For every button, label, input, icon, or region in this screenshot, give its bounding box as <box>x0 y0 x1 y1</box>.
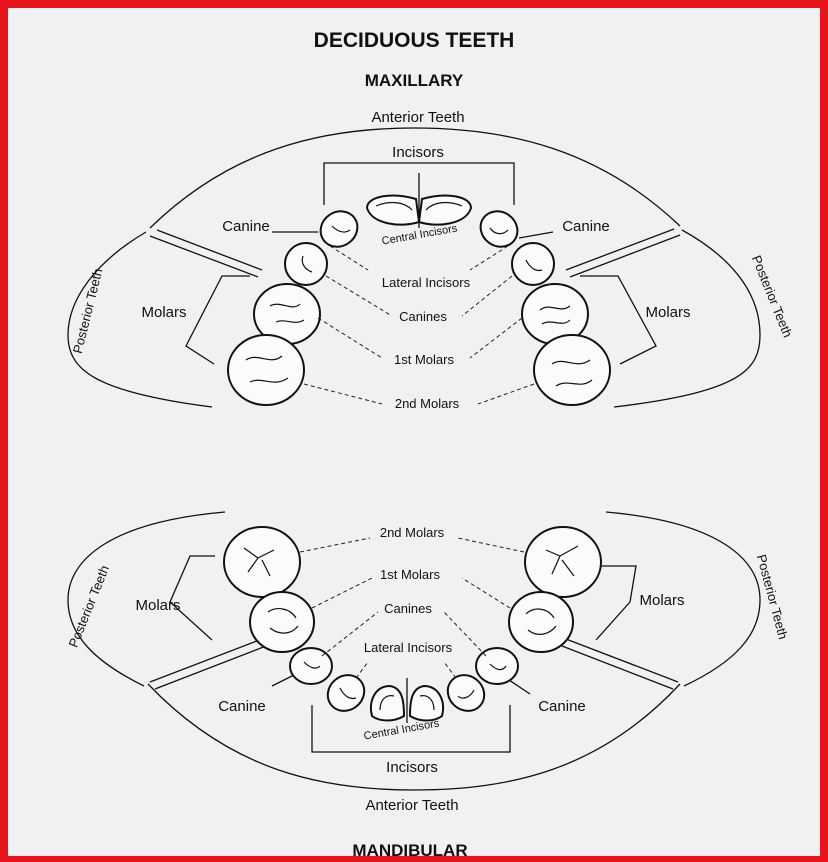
mandibular-anterior-arc <box>147 683 681 791</box>
maxillary-molars-right-label: Molars <box>645 304 690 321</box>
mandibular-lateral-incisors-label: Lateral Incisors <box>364 640 453 655</box>
maxillary-canines-label: Canines <box>399 309 447 324</box>
diagram-title: DECIDUOUS TEETH <box>314 29 515 52</box>
maxillary-heading: MAXILLARY <box>365 71 464 90</box>
maxillary-separator-right-b <box>569 234 681 278</box>
maxillary-posterior-left-label: Posterior Teeth <box>70 267 106 355</box>
mandibular-second-molars-label: 2nd Molars <box>380 525 445 540</box>
maxillary-central-incisor-left-detail <box>375 201 413 211</box>
maxillary-lateral-incisor-left <box>319 210 359 248</box>
mandibular-central-incisor-left <box>370 684 406 722</box>
maxillary-incisors-label: Incisors <box>392 144 444 161</box>
maxillary-lateral-incisor-right-detail <box>489 227 509 235</box>
maxillary-canine-right-label: Canine <box>562 218 610 235</box>
maxillary-second-molars-leaders <box>303 383 535 405</box>
mandibular-separator-right-b <box>561 645 674 690</box>
maxillary-second-molar-right <box>533 334 611 406</box>
mandibular-canine-right-label: Canine <box>538 698 586 715</box>
mandibular-canines-label: Canines <box>384 601 432 616</box>
mandibular-canines-leaders <box>321 611 487 657</box>
mandibular-heading: MANDIBULAR <box>352 841 467 860</box>
maxillary-separator-left-b <box>149 235 259 278</box>
mandibular-incisor-bracket <box>311 705 511 753</box>
maxillary-second-molar-right-detail <box>551 359 593 387</box>
mandibular-canine-left-label: Canine <box>218 698 266 715</box>
mandibular-molars-bracket-right <box>595 565 637 641</box>
mandibular-first-molar-right <box>508 591 574 653</box>
mandibular-molars-left-label: Molars <box>135 597 180 614</box>
mandibular-posterior-arc-right <box>605 511 761 687</box>
maxillary-second-molars-label: 2nd Molars <box>395 396 460 411</box>
mandibular-central-incisors-label: Central Incisors <box>363 717 441 742</box>
maxillary-first-molar-left-detail <box>269 303 305 323</box>
mandibular-posterior-left-label: Posterior Teeth <box>66 563 113 649</box>
maxillary-canine-right <box>511 242 555 286</box>
maxillary-first-molars-label: 1st Molars <box>394 352 454 367</box>
maxillary-molars-bracket-left <box>185 275 250 365</box>
mandibular-canine-left-detail <box>303 661 321 669</box>
maxillary-separator-right-a <box>565 228 675 271</box>
mandibular-arch: 2nd Molars 1st Molars Canines Lateral In… <box>66 511 791 814</box>
mandibular-first-molars-label: 1st Molars <box>380 567 440 582</box>
mandibular-central-incisor-right <box>408 684 444 722</box>
maxillary-posterior-arc-left <box>67 231 213 408</box>
mandibular-first-molar-left-detail <box>267 608 299 634</box>
mandibular-lateral-incisor-left-detail <box>339 687 357 700</box>
mandibular-lateral-incisor-right-detail <box>457 689 475 699</box>
maxillary-canine-left <box>284 242 328 286</box>
mandibular-molars-bracket-left <box>169 555 215 641</box>
mandibular-second-molar-left <box>223 526 301 598</box>
mandibular-molars-right-label: Molars <box>639 592 684 609</box>
mandibular-first-molars-leaders <box>311 577 511 609</box>
mandibular-anterior-teeth-label: Anterior Teeth <box>365 797 458 814</box>
maxillary-second-molar-left <box>227 334 305 406</box>
mandibular-separator-right-a <box>565 638 679 683</box>
maxillary-canine-left-label: Canine <box>222 218 270 235</box>
maxillary-molars-left-label: Molars <box>141 304 186 321</box>
maxillary-lateral-incisor-right <box>479 210 519 248</box>
maxillary-central-incisor-right <box>417 194 473 226</box>
maxillary-separator-left-a <box>156 229 263 271</box>
maxillary-canine-left-detail <box>301 255 313 273</box>
maxillary-canines-leaders <box>325 275 513 317</box>
mandibular-separator-left-b <box>154 645 267 690</box>
maxillary-posterior-arc-right <box>613 229 761 408</box>
maxillary-anterior-arc <box>149 127 681 229</box>
maxillary-first-molar-right-detail <box>539 305 571 325</box>
maxillary-canine-pointer-right <box>518 231 554 239</box>
maxillary-posterior-right-label: Posterior Teeth <box>749 253 796 339</box>
maxillary-lateral-incisors-leaders <box>329 245 509 271</box>
maxillary-second-molar-left-detail <box>245 355 289 383</box>
mandibular-second-molar-left-detail <box>243 547 275 577</box>
maxillary-molars-bracket-right <box>580 275 657 365</box>
maxillary-lateral-incisors-label: Lateral Incisors <box>382 275 471 290</box>
mandibular-first-molar-left <box>249 591 315 653</box>
maxillary-anterior-teeth-label: Anterior Teeth <box>371 109 464 126</box>
mandibular-canine-right-detail <box>489 663 507 671</box>
mandibular-canine-right <box>475 647 519 685</box>
mandibular-canine-left <box>289 647 333 685</box>
mandibular-lateral-incisors-leaders <box>355 661 457 679</box>
mandibular-second-molars-leaders <box>299 537 525 553</box>
mandibular-lateral-incisor-left <box>326 674 366 712</box>
mandibular-incisors-label: Incisors <box>386 759 438 776</box>
maxillary-first-molars-leaders <box>317 317 523 359</box>
maxillary-lateral-incisor-left-detail <box>331 225 351 233</box>
maxillary-incisor-bracket <box>323 162 515 205</box>
maxillary-central-incisor-right-detail <box>425 201 463 211</box>
mandibular-second-molar-right-detail <box>545 545 579 577</box>
mandibular-central-incisor-right-detail <box>419 695 435 711</box>
mandibular-lateral-incisor-right <box>446 674 486 712</box>
maxillary-canine-right-detail <box>525 259 543 272</box>
maxillary-central-incisor-left <box>365 194 421 226</box>
mandibular-central-incisor-left-detail <box>379 695 395 711</box>
mandibular-separator-left-a <box>149 638 263 683</box>
mandibular-posterior-arc-left <box>67 511 226 687</box>
maxillary-arch: Anterior Teeth Incisors Canine Canine Mo… <box>67 109 796 411</box>
mandibular-first-molar-right-detail <box>525 608 557 635</box>
maxillary-central-incisors-label: Central Incisors <box>381 222 459 247</box>
